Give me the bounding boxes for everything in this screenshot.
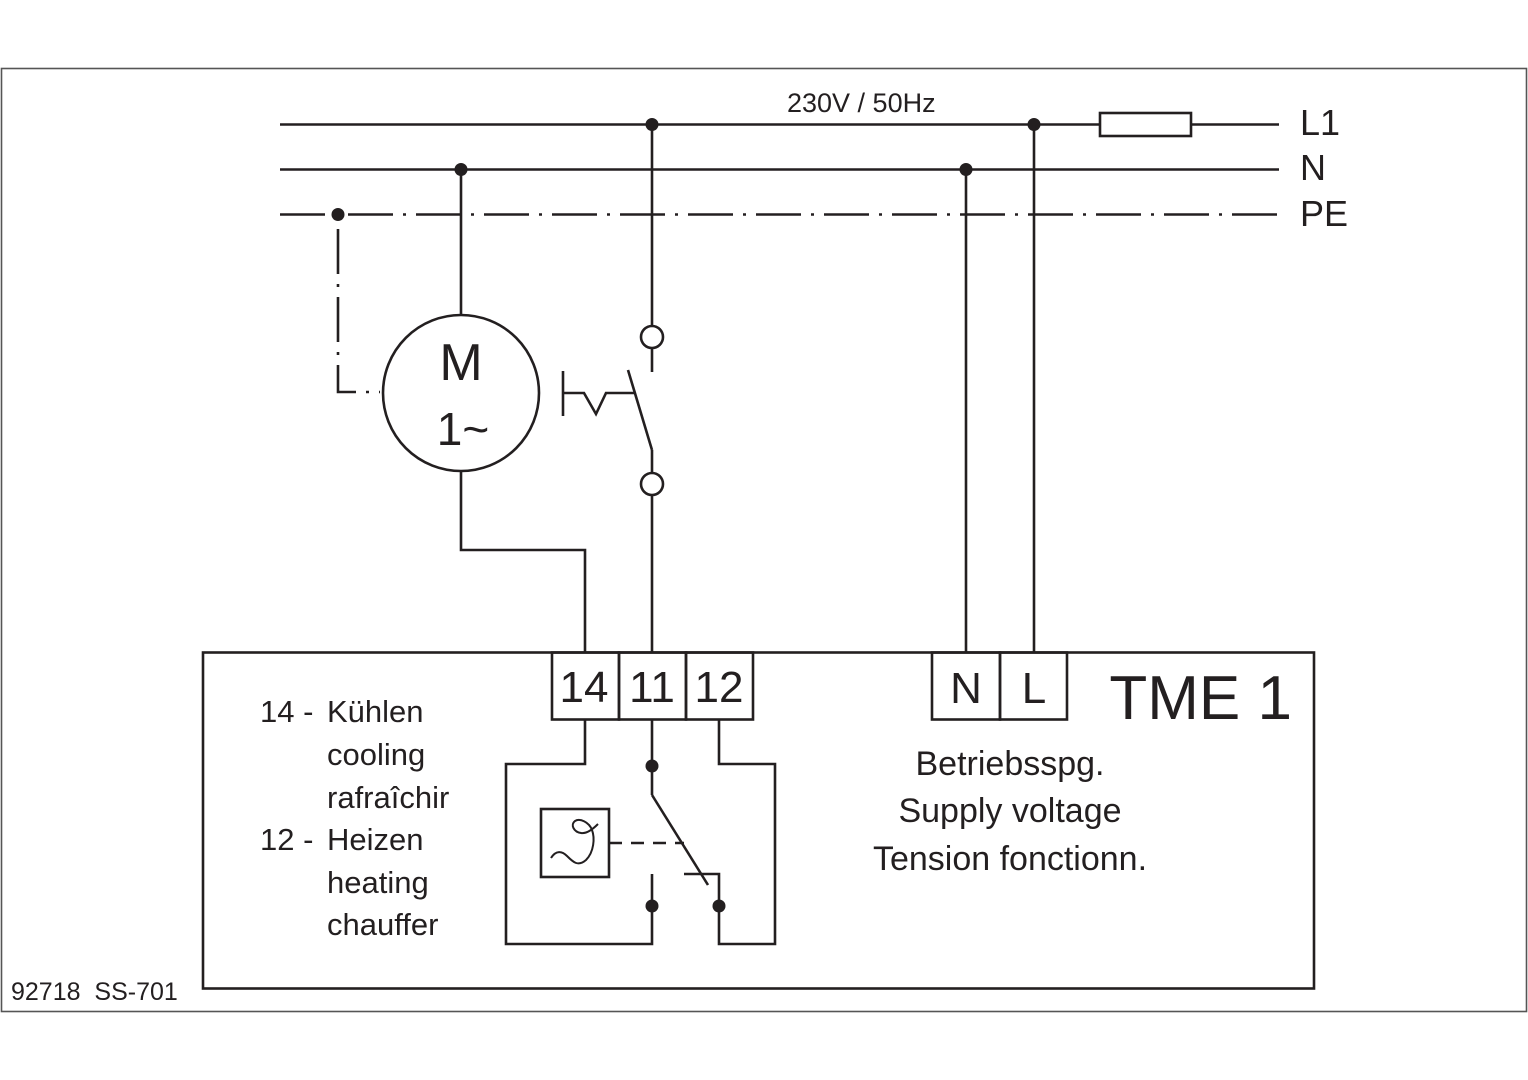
bus-label-pe: PE [1300,193,1348,234]
terminal-14-label: 14 [560,663,609,712]
supply-note-fr: Tension fonctionn. [873,840,1147,878]
bus-label-n: N [1300,147,1326,188]
supply-voltage-label: 230V / 50Hz [787,88,936,118]
switch-contact-top [639,324,665,350]
manual-switch-icon [561,369,654,472]
fuse-icon [1098,111,1193,138]
drawing-code: 92718 SS-701 [11,978,178,1006]
output-legend: 14 - Kühlen cooling rafraîchir 12 - Heiz… [260,694,449,942]
supply-terminal-block: N L [930,651,1069,721]
pe-wire-to-motor [336,229,380,394]
device-title: TME 1 [1109,664,1292,733]
legend-14-fr: rafraîchir [327,780,449,815]
bus-label-l1: L1 [1300,102,1340,143]
motor-wire-to-terminal-14 [459,471,587,652]
terminal-n-label: N [950,664,982,713]
legend-12-de: Heizen [327,822,424,857]
legend-12-en: heating [327,865,429,900]
terminal-l [998,651,1069,721]
legend-prefix-12: 12 - [260,822,313,857]
outer-frame [0,67,1528,1013]
terminal-11-label: 11 [629,663,675,712]
terminal-l-label: L [1022,664,1046,713]
terminal-12-label: 12 [695,663,744,712]
legend-14-en: cooling [327,737,425,772]
device-box [201,651,1316,990]
supply-note-de: Betriebsspg. [916,745,1105,783]
supply-note: Betriebsspg. Supply voltage Tension fonc… [873,745,1147,878]
relay-switch-arm [650,794,710,886]
motor-label-m: M [439,334,482,392]
internal-relay-circuit [504,719,777,946]
legend-12-fr: chauffer [327,907,438,942]
output-terminal-block: 14 11 12 [550,651,755,721]
relay-common-dot [645,759,659,773]
motor-label-phase: 1~ [437,403,489,455]
supply-note-en: Supply voltage [898,792,1121,830]
switch-contact-bottom [639,471,665,497]
junction-dot [331,208,345,221]
bus-l1 [280,111,1279,138]
legend-prefix-14: 14 - [260,694,313,729]
temperature-sensor-icon [539,807,611,879]
legend-14-de: Kühlen [327,694,424,729]
motor-icon: M 1~ [381,313,541,473]
